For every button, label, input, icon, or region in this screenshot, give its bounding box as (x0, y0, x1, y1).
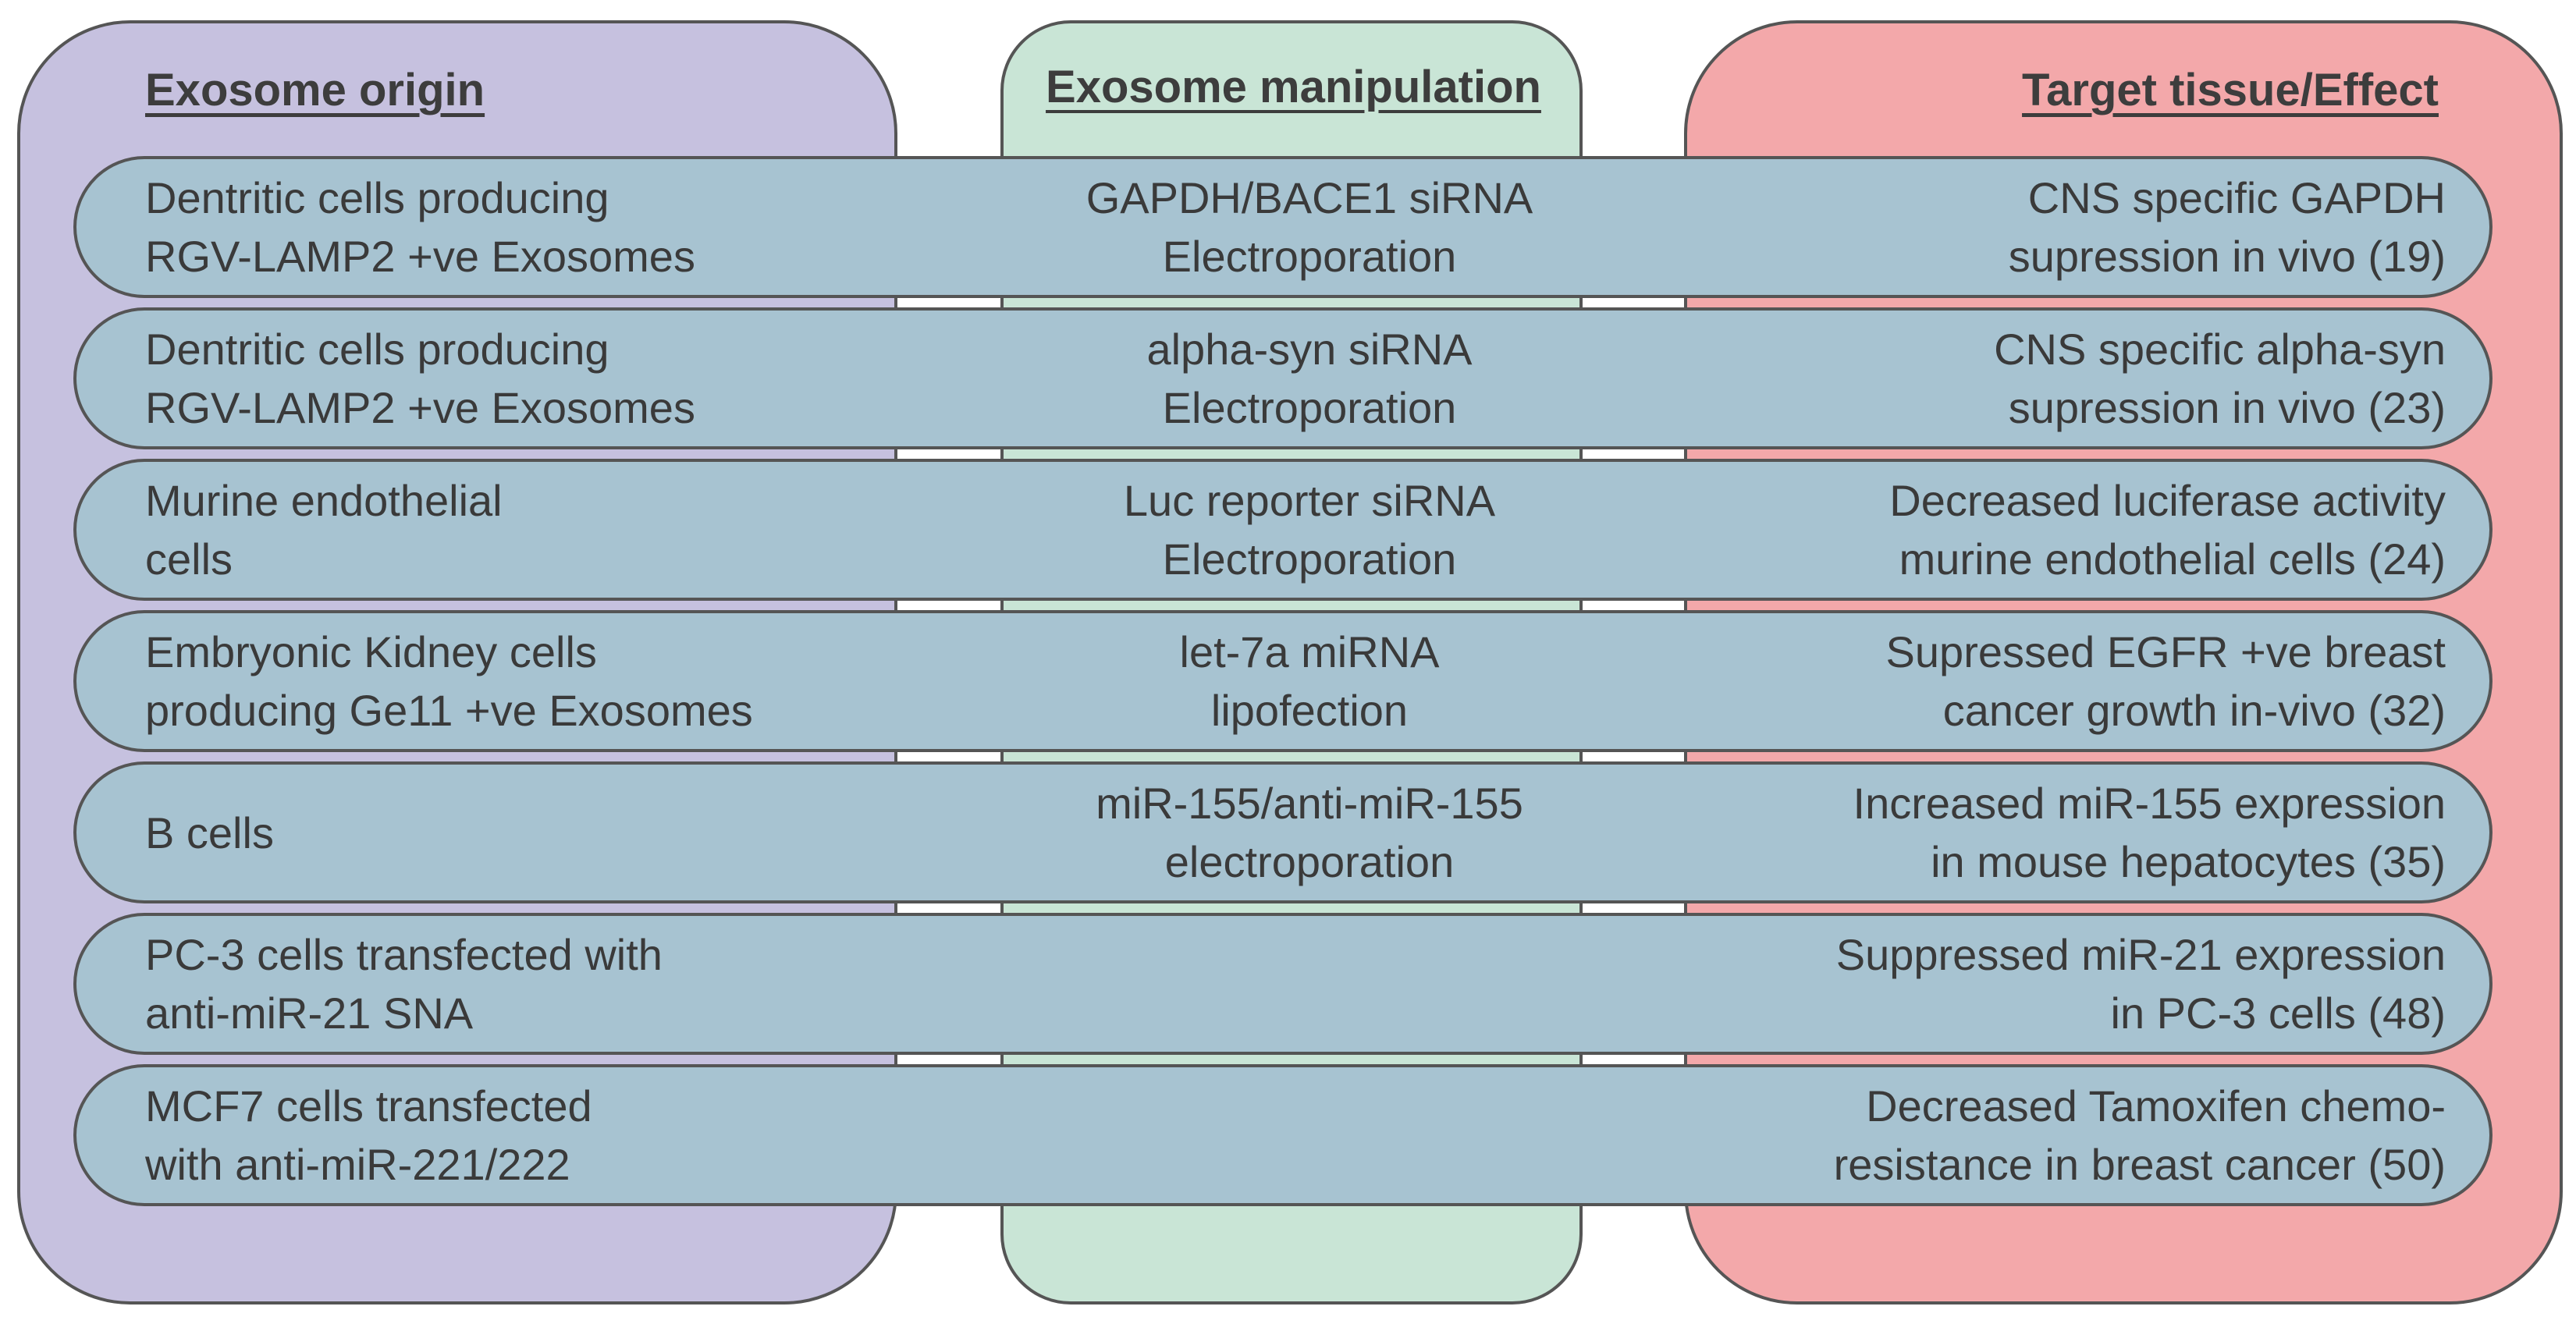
target-line: Supressed EGFR +ve breast (1885, 627, 2446, 676)
row-2: Dentritic cells producing RGV-LAMP2 +ve … (73, 307, 2493, 449)
row-4: Embryonic Kidney cells producing Ge11 +v… (73, 610, 2493, 752)
target-cell: Supressed EGFR +ve breast cancer growth … (1886, 613, 2446, 749)
heading-exosome-origin: Exosome origin (145, 65, 485, 115)
origin-line: RGV-LAMP2 +ve Exosomes (145, 383, 695, 432)
origin-line: with anti-miR-221/222 (145, 1140, 570, 1189)
target-cell: Decreased Tamoxifen chemo- resistance in… (1834, 1067, 2446, 1203)
origin-line: producing Ge11 +ve Exosomes (145, 686, 753, 735)
manipulation-cell: GAPDH/BACE1 siRNA Electroporation (997, 159, 1622, 295)
target-line: CNS specific alpha-syn (1994, 325, 2446, 374)
manipulation-line: lipofection (1210, 686, 1409, 735)
target-line: cancer growth in-vivo (32) (1942, 686, 2446, 735)
row-7: MCF7 cells transfected with anti-miR-221… (73, 1064, 2493, 1206)
manipulation-line: electroporation (1164, 837, 1455, 886)
origin-cell: MCF7 cells transfected with anti-miR-221… (145, 1067, 592, 1203)
origin-cell: Murine endothelial cells (145, 462, 503, 598)
target-cell: Decreased luciferase activity murine end… (1889, 462, 2446, 598)
manipulation-line: Luc reporter siRNA (1123, 476, 1496, 525)
origin-line: Dentritic cells producing (145, 325, 609, 374)
origin-line: MCF7 cells transfected (145, 1081, 592, 1131)
manipulation-line: let-7a miRNA (1179, 627, 1440, 676)
manipulation-cell: let-7a miRNA lipofection (997, 613, 1622, 749)
target-cell: CNS specific alpha-syn supression in viv… (1994, 311, 2446, 446)
target-cell: CNS specific GAPDH supression in vivo (1… (2009, 159, 2446, 295)
target-line: supression in vivo (23) (2008, 383, 2446, 432)
target-cell: Increased miR-155 expression in mouse he… (1853, 765, 2446, 900)
origin-line: Dentritic cells producing (145, 173, 609, 222)
origin-cell: B cells (145, 765, 274, 900)
target-line: Decreased Tamoxifen chemo- (1866, 1081, 2446, 1131)
manipulation-line: GAPDH/BACE1 siRNA (1085, 173, 1533, 222)
manipulation-cell: Luc reporter siRNA Electroporation (997, 462, 1622, 598)
target-cell: Suppressed miR-21 expression in PC-3 cel… (1836, 916, 2446, 1052)
target-line: resistance in breast cancer (50) (1833, 1140, 2446, 1189)
origin-cell: Embryonic Kidney cells producing Ge11 +v… (145, 613, 753, 749)
heading-exosome-manipulation: Exosome manipulation (1046, 62, 1541, 112)
manipulation-line: alpha-syn siRNA (1146, 325, 1473, 374)
target-line: in mouse hepatocytes (35) (1931, 837, 2446, 886)
target-line: Suppressed miR-21 expression (1835, 930, 2446, 979)
row-3: Murine endothelial cells Luc reporter si… (73, 459, 2493, 601)
target-line: supression in vivo (19) (2008, 232, 2446, 281)
origin-line: Embryonic Kidney cells (145, 627, 597, 676)
target-line: Decreased luciferase activity (1889, 476, 2446, 525)
target-line: Increased miR-155 expression (1853, 779, 2446, 828)
manipulation-line: Electroporation (1162, 232, 1457, 281)
row-6: PC-3 cells transfected with anti-miR-21 … (73, 913, 2493, 1055)
target-line: murine endothelial cells (24) (1899, 534, 2446, 584)
origin-line: anti-miR-21 SNA (145, 989, 474, 1038)
manipulation-line: miR-155/anti-miR-155 (1096, 779, 1523, 828)
manipulation-line: Electroporation (1162, 383, 1457, 432)
origin-cell: Dentritic cells producing RGV-LAMP2 +ve … (145, 159, 695, 295)
origin-line: RGV-LAMP2 +ve Exosomes (145, 232, 695, 281)
heading-target-tissue-effect: Target tissue/Effect (2022, 65, 2439, 115)
row-5: B cells miR-155/anti-miR-155 electropora… (73, 761, 2493, 903)
origin-line: PC-3 cells transfected with (145, 930, 663, 979)
origin-cell: PC-3 cells transfected with anti-miR-21 … (145, 916, 663, 1052)
target-line: CNS specific GAPDH (2027, 173, 2446, 222)
origin-line: cells (145, 534, 233, 584)
origin-line: Murine endothelial (145, 476, 503, 525)
row-1: Dentritic cells producing RGV-LAMP2 +ve … (73, 156, 2493, 298)
manipulation-cell: miR-155/anti-miR-155 electroporation (997, 765, 1622, 900)
manipulation-line: Electroporation (1162, 534, 1457, 584)
target-line: in PC-3 cells (48) (2110, 989, 2446, 1038)
origin-line: B cells (145, 808, 274, 857)
manipulation-cell: alpha-syn siRNA Electroporation (997, 311, 1622, 446)
origin-cell: Dentritic cells producing RGV-LAMP2 +ve … (145, 311, 695, 446)
